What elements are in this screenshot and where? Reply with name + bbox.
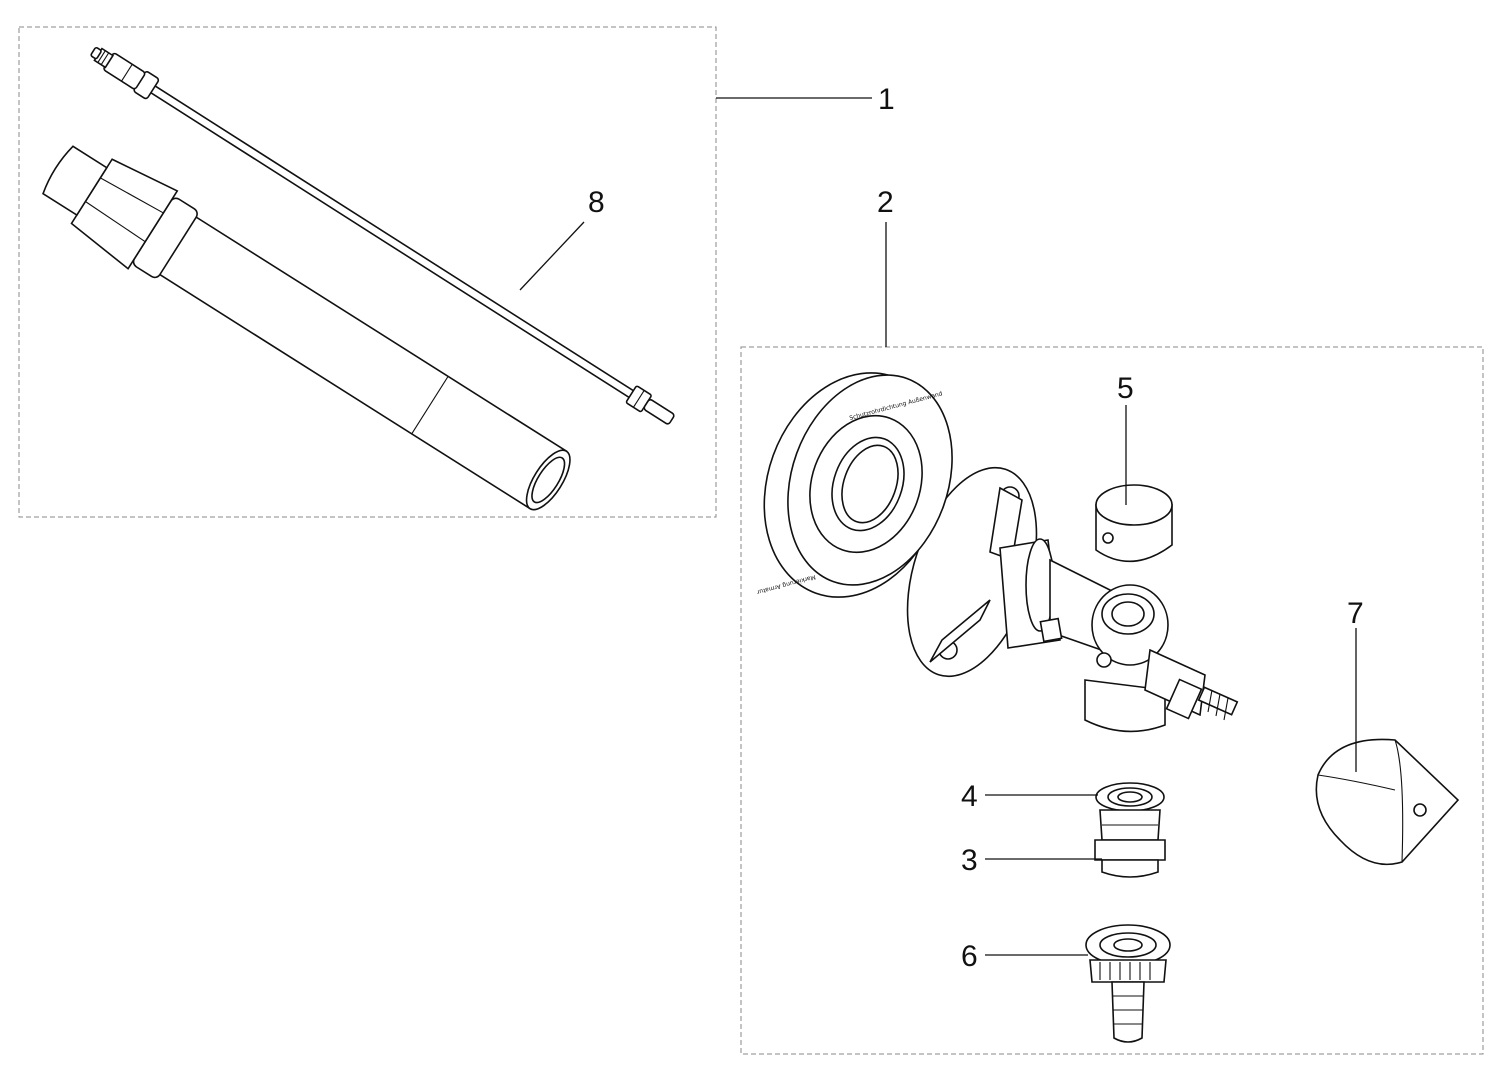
callout-1: 1 xyxy=(878,83,895,116)
callout-4: 4 xyxy=(961,780,978,813)
part-5-cap xyxy=(1095,484,1173,563)
callout-6: 6 xyxy=(961,940,978,973)
callout-8: 8 xyxy=(588,186,605,219)
part-8-extension-rod xyxy=(90,46,675,425)
part-7-handle xyxy=(1315,738,1460,866)
callout-3: 3 xyxy=(961,844,978,877)
leader-lines xyxy=(519,97,1357,956)
group-box-2 xyxy=(740,346,1484,1055)
part-4-aerator-insert xyxy=(1095,782,1165,841)
part-2-valve-body xyxy=(906,466,1239,733)
part-2-rosette: Schutzrohrdichtung Außenwand Markierung … xyxy=(755,372,953,598)
callout-2: 2 xyxy=(877,186,894,219)
part-3-aerator-housing xyxy=(1094,839,1166,878)
callout-5: 5 xyxy=(1117,372,1134,405)
callout-7: 7 xyxy=(1347,597,1364,630)
group-box-1 xyxy=(18,26,717,518)
part-1-protection-sleeve xyxy=(42,145,571,511)
part-6-hose-connector xyxy=(1085,924,1171,1043)
leader-8 xyxy=(519,221,585,291)
